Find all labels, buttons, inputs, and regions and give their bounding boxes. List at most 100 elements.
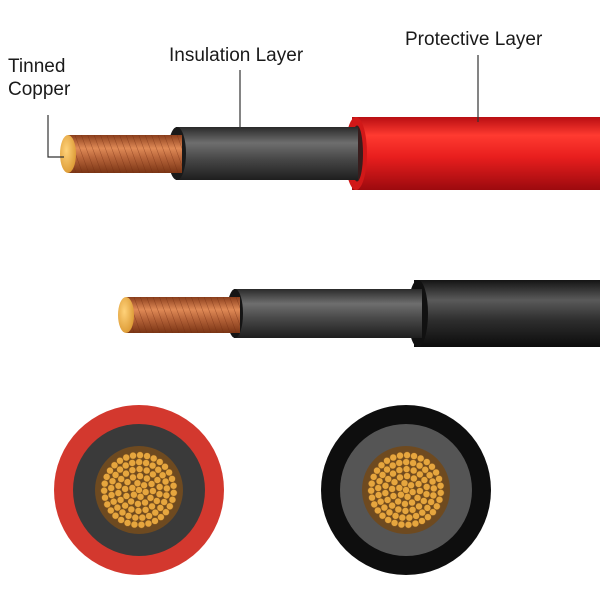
- conductor-strand: [395, 459, 403, 467]
- conductor-strand: [418, 509, 426, 517]
- conductor-strand: [384, 475, 392, 483]
- conductor-strand: [162, 508, 170, 516]
- conductor-strand: [106, 467, 114, 475]
- conductor-strand: [128, 484, 136, 492]
- conductor-strand: [107, 491, 116, 499]
- conductor-strand: [402, 465, 411, 473]
- conductor-strand: [114, 482, 123, 490]
- conductor-strand: [141, 506, 150, 514]
- conductor-strand: [416, 487, 424, 495]
- conductor-strand: [161, 463, 169, 471]
- conductor-strand: [374, 506, 382, 515]
- conductor-strand: [408, 506, 417, 514]
- conductor-strand: [375, 477, 384, 485]
- bottom-insulation-layer: [234, 289, 422, 338]
- conductor-strand: [390, 519, 399, 527]
- conductor-strand: [122, 469, 130, 478]
- conductor-strand: [103, 500, 111, 509]
- red-cross-section: [54, 405, 224, 575]
- conductor-strand: [142, 488, 150, 496]
- conductor-strand: [123, 478, 132, 486]
- conductor-strand: [397, 520, 406, 529]
- conductor-strand: [383, 465, 391, 474]
- conductor-strand: [389, 492, 398, 500]
- conductor-strand: [412, 512, 420, 520]
- conductor-strand: [123, 519, 132, 527]
- tinned-copper-label-line1: Tinned: [8, 56, 66, 77]
- conductor-strand: [161, 477, 170, 486]
- conductor-strand: [153, 497, 161, 505]
- conductor-strand: [433, 502, 441, 510]
- conductor-strand: [415, 502, 423, 511]
- conductor-strand: [403, 493, 412, 501]
- conductor-strand: [402, 458, 410, 466]
- conductor-strand: [155, 490, 164, 498]
- conductor-strand: [421, 466, 429, 474]
- conductor-strand: [145, 512, 153, 520]
- conductor-strand: [116, 457, 124, 465]
- conductor-strand: [127, 505, 135, 514]
- conductor-strand: [381, 489, 389, 497]
- conductor-strand: [418, 517, 426, 525]
- conductor-strand: [100, 487, 108, 495]
- conductor-strand: [388, 501, 396, 510]
- conductor-strand: [397, 491, 405, 499]
- conductor-strand: [373, 467, 381, 475]
- conductor-strand: [398, 513, 406, 522]
- conductor-strand: [423, 504, 432, 512]
- conductor-strand: [111, 512, 120, 520]
- top-copper-end: [60, 135, 76, 173]
- conductor-strand: [396, 473, 404, 482]
- black-cable: [118, 280, 600, 347]
- conductor-strand: [153, 476, 162, 484]
- conductor-strand: [116, 496, 125, 504]
- conductor-strand: [432, 468, 440, 477]
- conductor-strand: [143, 474, 151, 483]
- conductor-strand: [428, 477, 437, 486]
- conductor-strand: [394, 505, 402, 514]
- conductor-strand: [130, 520, 139, 529]
- conductor-strand: [138, 514, 146, 522]
- conductor-strand: [420, 476, 429, 484]
- conductor-strand: [143, 466, 151, 475]
- conductor-strand: [107, 484, 115, 492]
- conductor-strand: [416, 470, 424, 479]
- conductor-strand: [409, 488, 417, 496]
- conductor-strand: [389, 453, 397, 462]
- conductor-strand: [156, 458, 164, 466]
- conductor-strand: [160, 498, 168, 506]
- conductor-strand: [381, 482, 390, 490]
- tinned-copper-label: Tinned Copper: [8, 55, 98, 101]
- protective-layer-label: Protective Layer: [405, 29, 543, 50]
- conductor-strand: [410, 466, 418, 475]
- conductor-strand: [435, 475, 443, 483]
- conductor-strand: [429, 491, 438, 500]
- conductor-strand: [114, 489, 122, 497]
- conductor-strand: [127, 497, 135, 506]
- conductor-strand: [423, 458, 431, 466]
- conductor-strand: [162, 491, 171, 500]
- conductor-strand: [149, 470, 157, 479]
- conductor-strand: [148, 502, 156, 511]
- top-insulation-layer: [176, 127, 358, 180]
- conductor-strand: [374, 484, 382, 492]
- conductor-strand: [135, 465, 144, 473]
- conductor-strand: [385, 508, 394, 517]
- conductor-strand: [108, 477, 117, 485]
- conductor-strand: [121, 485, 129, 493]
- conductor-strand: [135, 458, 143, 466]
- conductor-strand: [149, 487, 157, 495]
- conductor-strand: [128, 466, 137, 474]
- conductor-strand: [388, 485, 396, 493]
- conductor-strand: [151, 509, 159, 517]
- conductor-strand: [425, 471, 434, 479]
- conductor-strand: [396, 452, 404, 460]
- conductor-strand: [156, 483, 164, 491]
- conductor-strand: [436, 482, 445, 490]
- conductor-strand: [136, 493, 145, 501]
- red-protective-jacket: [352, 117, 600, 190]
- conductor-strand: [103, 473, 111, 481]
- conductor-strand: [389, 461, 397, 470]
- tinned-copper-label-line2: Copper: [8, 79, 71, 100]
